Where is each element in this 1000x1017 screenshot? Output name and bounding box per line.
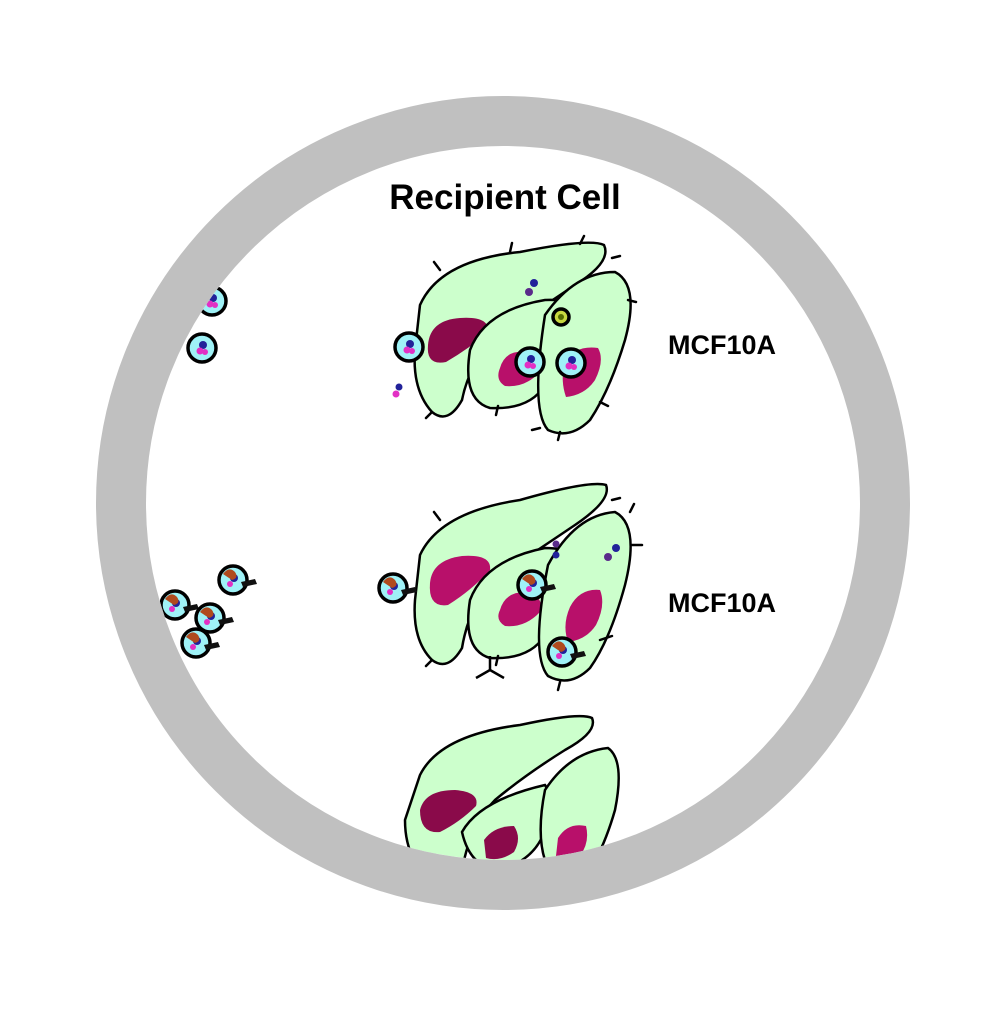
cell-group-row-1	[392, 234, 638, 442]
dish-ring	[96, 96, 910, 910]
diagram-title: Recipient Cell	[389, 178, 621, 217]
row-label-1: MCF10A	[668, 330, 777, 360]
cell-group-row-2	[377, 482, 644, 692]
dish-interior	[159, 234, 644, 860]
cell-group-row-3	[403, 714, 620, 860]
left-vesicles-row-2	[159, 564, 259, 659]
row-label-2: MCF10A	[668, 588, 777, 618]
